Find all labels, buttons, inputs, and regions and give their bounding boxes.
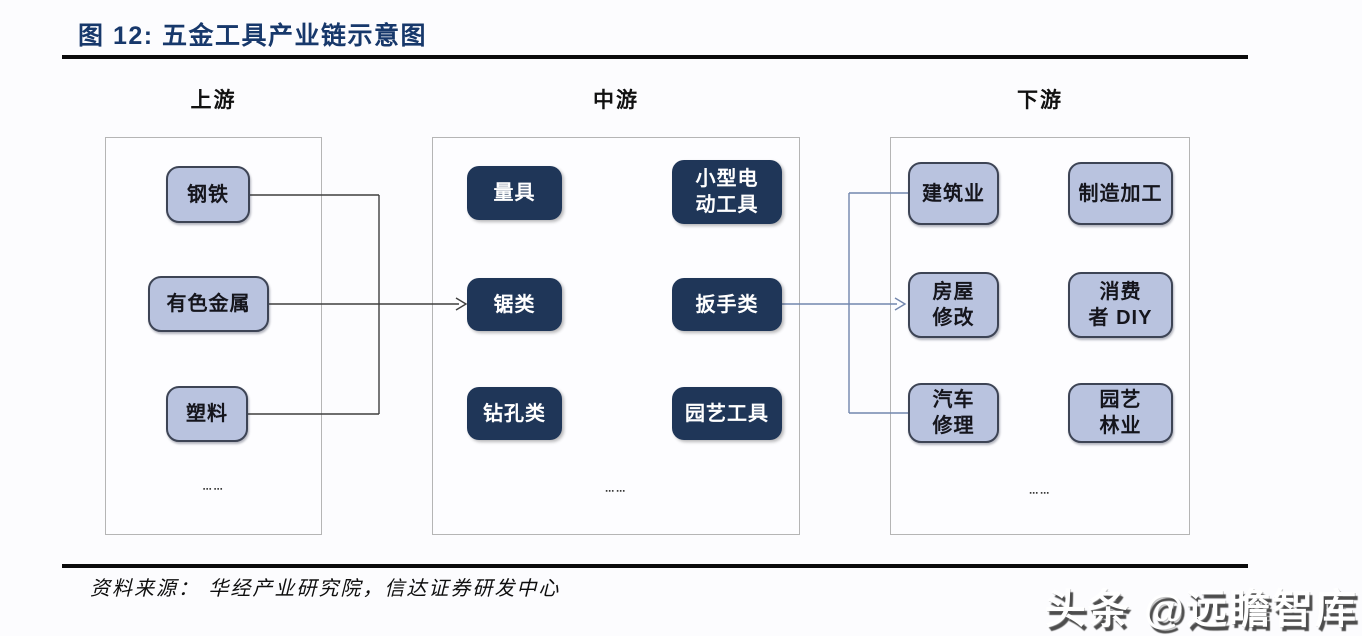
downstream-ellipsis: ⋯⋯	[1029, 488, 1051, 498]
node-auto-repair: 汽车 修理	[908, 383, 999, 443]
source-note: 资料来源： 华经产业研究院，信达证券研发中心	[90, 576, 561, 600]
node-steel: 钢铁	[166, 166, 250, 223]
node-wrenches: 扳手类	[672, 278, 782, 331]
node-plastic: 塑料	[166, 386, 248, 442]
node-consumer-diy: 消费 者 DIY	[1068, 272, 1173, 338]
title-rule	[62, 55, 1248, 59]
node-saws: 锯类	[467, 278, 562, 331]
node-gardening-forestry: 园艺 林业	[1068, 383, 1173, 443]
node-drilling-tools: 钻孔类	[467, 387, 562, 440]
node-nonferrous-metal: 有色金属	[148, 276, 269, 332]
column-header-upstream: 上游	[190, 89, 237, 112]
figure-title: 图 12: 五金工具产业链示意图	[78, 22, 428, 50]
node-small-power-tools: 小型电 动工具	[672, 160, 782, 224]
midstream-ellipsis: ⋯⋯	[605, 486, 627, 496]
node-garden-tools: 园艺工具	[672, 387, 782, 440]
node-manufacturing: 制造加工	[1068, 162, 1173, 225]
column-header-midstream: 中游	[593, 89, 639, 112]
toutiao-watermark: 头条 @远瞻智库	[1044, 586, 1358, 632]
source-rule	[62, 564, 1248, 568]
arrowhead-into-saws-icon	[455, 297, 468, 311]
node-house-renovation: 房屋 修改	[908, 272, 999, 338]
node-measuring-tools: 量具	[467, 166, 562, 220]
node-construction: 建筑业	[908, 162, 999, 225]
arrowhead-into-house-renovation-icon	[894, 297, 907, 311]
upstream-ellipsis: ⋯⋯	[202, 484, 225, 494]
column-header-downstream: 下游	[1017, 89, 1063, 112]
